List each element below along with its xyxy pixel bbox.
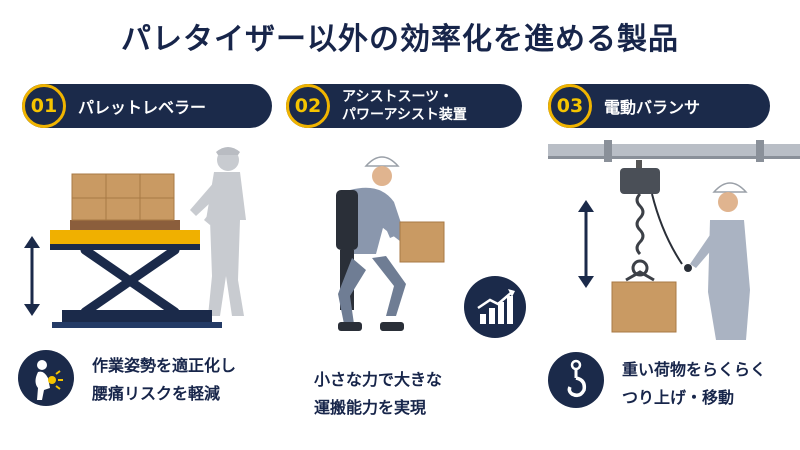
description-line: 作業姿勢を適正化し xyxy=(92,356,237,375)
product-description: 重い荷物をらくらく つり上げ・移動 xyxy=(622,356,766,412)
product-number: 01 xyxy=(22,84,66,128)
product-badge: 02 アシストスーツ・ パワーアシスト装置 xyxy=(286,84,522,128)
product-number: 03 xyxy=(548,84,592,128)
crane-hook-icon xyxy=(548,352,604,408)
description-line: 重い荷物をらくらく xyxy=(622,360,767,379)
rising-bar-chart-icon xyxy=(464,276,526,338)
description-line: 腰痛リスクを軽減 xyxy=(92,384,221,403)
description-line: つり上げ・移動 xyxy=(622,388,735,407)
description-line: 小さな力で大きな xyxy=(314,370,443,389)
product-name: 電動バランサ xyxy=(604,98,701,117)
product-name: パレットレベラー xyxy=(78,98,207,117)
product-number: 02 xyxy=(286,84,330,128)
product-badge: 03 電動バランサ xyxy=(548,84,770,128)
product-description: 小さな力で大きな 運搬能力を実現 xyxy=(314,366,442,422)
product-badge: 01 パレットレベラー xyxy=(22,84,272,128)
product-name: アシストスーツ・ パワーアシスト装置 xyxy=(342,89,467,123)
product-description: 作業姿勢を適正化し 腰痛リスクを軽減 xyxy=(92,352,236,408)
back-pain-person-icon xyxy=(18,350,74,406)
description-line: 運搬能力を実現 xyxy=(314,398,427,417)
page-title: パレタイザー以外の効率化を進める製品 xyxy=(121,22,679,57)
